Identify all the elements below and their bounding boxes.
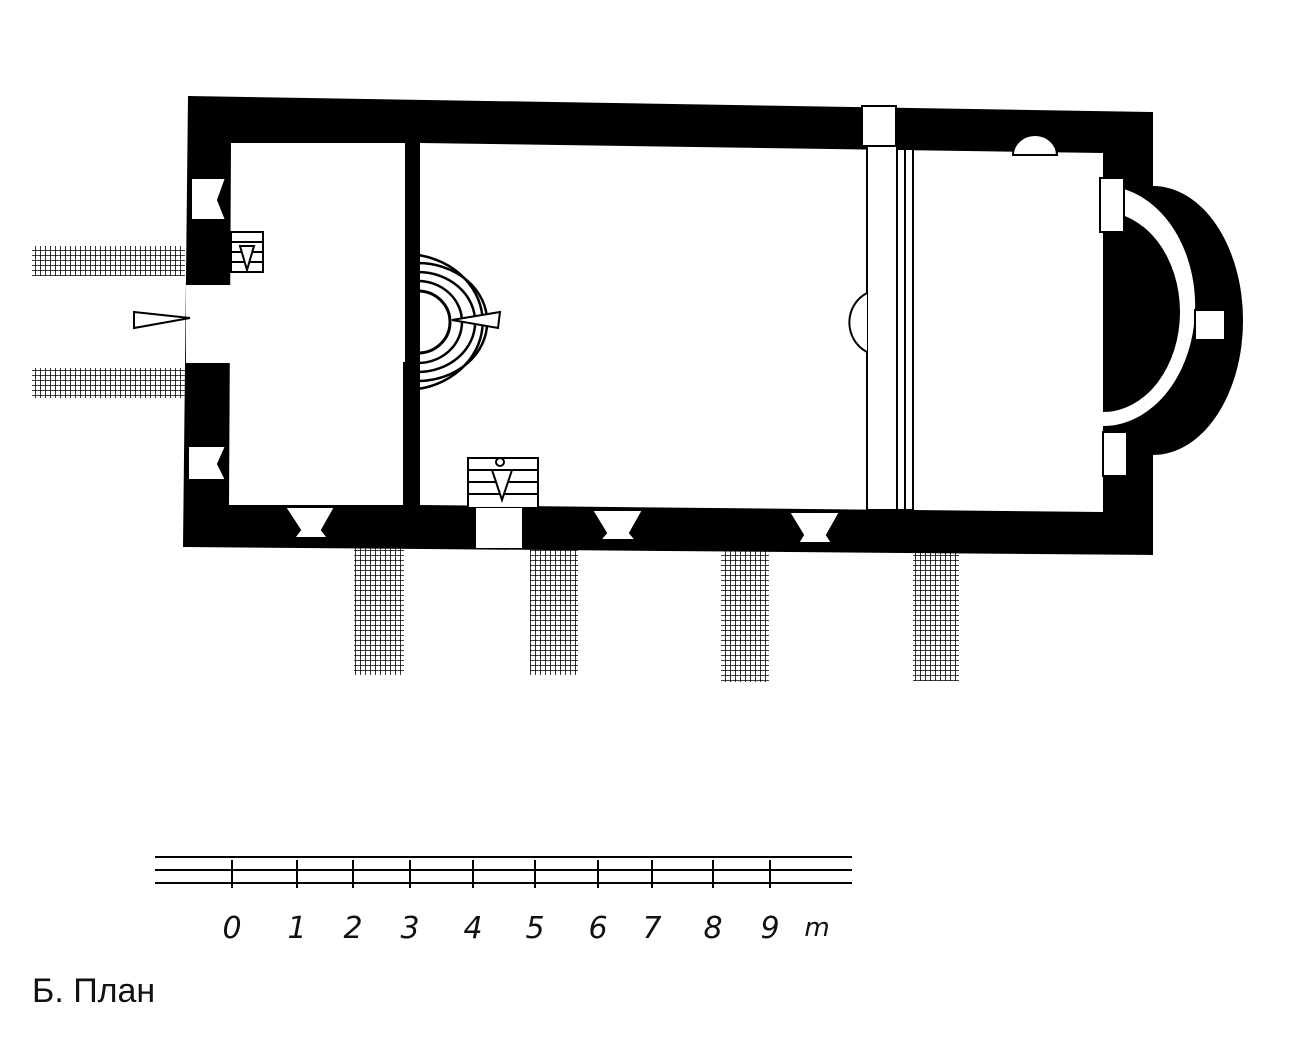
templon-screen (848, 105, 914, 511)
scale-tick-label: 1 (287, 911, 306, 946)
foundation-remains (32, 246, 959, 682)
foundation-south-1 (354, 547, 404, 675)
scale-tick-label: 3 (400, 911, 419, 946)
foundation-south-4 (913, 552, 959, 681)
foundation-west-upper (32, 246, 185, 276)
scale-tick-label: 2 (343, 911, 362, 946)
south-stair (467, 457, 539, 548)
foundation-west-lower (32, 368, 185, 398)
scale-tick-label: 7 (642, 911, 661, 946)
west-windows (187, 177, 228, 481)
scale-tick-label: 5 (525, 911, 544, 946)
ambo-arrow-icon (451, 310, 502, 330)
west-doorway (186, 285, 231, 363)
foundation-south-2 (530, 547, 578, 675)
scale-tick-label: 8 (703, 911, 722, 946)
foundation-south-3 (721, 550, 769, 682)
scale-bar (155, 856, 852, 888)
west-entry-arrow-icon (133, 310, 191, 330)
east-windows (1011, 134, 1226, 477)
ambo-niche (417, 289, 452, 355)
narthex-stair (230, 231, 264, 274)
figure-caption: Б. План (32, 972, 156, 1010)
scale-unit-label: m (804, 913, 829, 943)
scale-tick-label: 4 (463, 911, 482, 946)
scale-tick-label: 9 (760, 911, 779, 946)
outer-walls (183, 96, 1244, 555)
inner-partition-upper (405, 143, 420, 278)
south-windows (283, 506, 842, 544)
scale-tick-label: 0 (222, 911, 241, 946)
scale-tick-label: 6 (588, 911, 607, 946)
inner-partition-lower (403, 362, 418, 505)
